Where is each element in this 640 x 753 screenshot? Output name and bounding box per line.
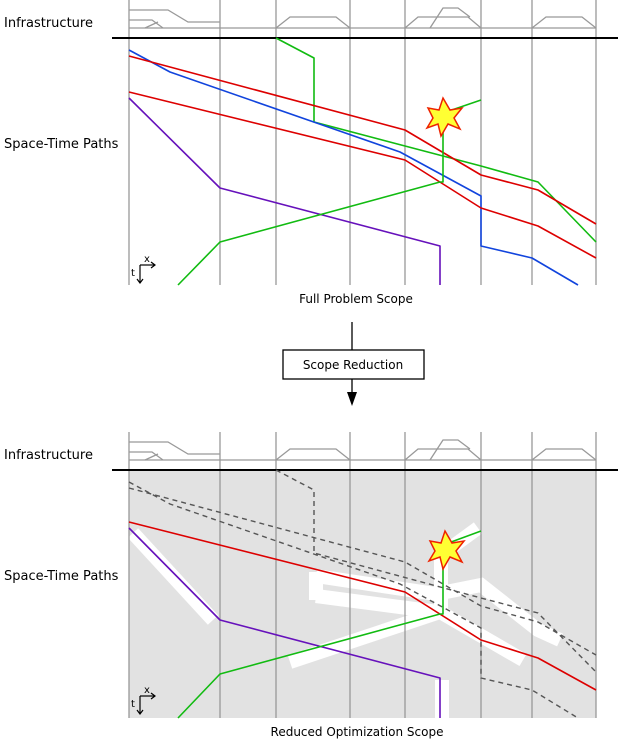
top-path-red-2 xyxy=(128,91,597,259)
top-siding-3 xyxy=(404,16,482,29)
bottom-dashed-green xyxy=(275,469,597,673)
bottom-axis-t-label: t xyxy=(131,699,135,710)
top-path-red-1 xyxy=(128,55,597,225)
bottom-siding-1b xyxy=(129,441,220,455)
bottom-fixed-paths xyxy=(128,469,597,719)
bottom-path-purple xyxy=(128,527,441,718)
scope-reduction-label: Scope Reduction xyxy=(303,358,403,372)
bottom-siding-3b xyxy=(429,439,471,461)
top-caption: Full Problem Scope xyxy=(299,292,413,306)
bottom-siding-1a xyxy=(129,451,164,461)
scope-reduction-box xyxy=(282,349,425,380)
top-path-green-1 xyxy=(275,37,597,243)
top-siding-1c xyxy=(144,21,159,29)
top-siding-1b xyxy=(129,9,220,23)
bottom-dashed-red xyxy=(128,487,597,656)
top-axes-icon xyxy=(136,261,156,284)
bottom-axis-x-label: x xyxy=(144,685,150,696)
bottom-siding-2 xyxy=(275,448,351,461)
top-station-grid xyxy=(128,0,597,285)
top-conflict-star-icon xyxy=(425,96,464,138)
top-infrastructure-label: Infrastructure xyxy=(4,16,93,31)
bottom-conflict-star-icon xyxy=(427,529,466,571)
bottom-siding-1c xyxy=(144,453,159,461)
bottom-axes-icon xyxy=(136,692,156,715)
bottom-panel: Infrastructure Space-Time Paths xyxy=(4,432,618,739)
bottom-path-red xyxy=(128,521,597,691)
top-path-blue xyxy=(128,49,579,286)
scope-reduction-arrow: Scope Reduction xyxy=(282,322,425,406)
top-siding-1a xyxy=(129,19,164,29)
top-path-purple xyxy=(128,97,441,285)
bottom-dashed-blue xyxy=(128,481,579,719)
corridor-mid xyxy=(315,589,439,619)
top-space-time-paths-label: Space-Time Paths xyxy=(4,137,119,152)
bottom-shaded-area xyxy=(129,470,596,718)
bottom-space-time-paths-label: Space-Time Paths xyxy=(4,569,119,584)
top-panel: Infrastructure Space-Time Paths xyxy=(4,0,618,306)
bottom-caption: Reduced Optimization Scope xyxy=(271,725,444,739)
top-siding-2 xyxy=(275,16,351,29)
top-axis-x-label: x xyxy=(144,254,150,265)
corridor-purple-start xyxy=(127,528,219,625)
bottom-siding-3 xyxy=(404,448,482,461)
bottom-infrastructure-label: Infrastructure xyxy=(4,448,93,463)
bottom-track-schematic xyxy=(129,439,597,461)
top-axis-t-label: t xyxy=(131,268,135,279)
bottom-siding-4 xyxy=(531,448,597,461)
top-siding-3b xyxy=(429,7,471,29)
top-track-schematic xyxy=(129,7,597,29)
top-siding-4 xyxy=(531,16,597,29)
